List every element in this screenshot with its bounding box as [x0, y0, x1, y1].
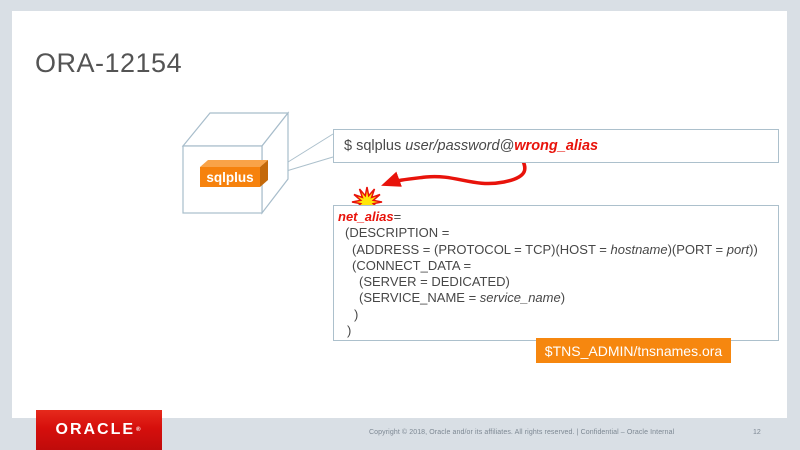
command-prompt: $ sqlplus — [344, 138, 406, 154]
code-line-close-outer: ) — [347, 323, 352, 339]
command-credentials: user/password@ — [405, 138, 515, 154]
oracle-logo-text: ORACLE — [55, 421, 136, 438]
page-number: 12 — [753, 429, 761, 436]
command-wrong-alias: wrong_alias — [514, 138, 599, 154]
code-line-connect: (CONNECT_DATA = — [352, 257, 472, 273]
code-line-service: (SERVICE_NAME = service_name) — [359, 290, 566, 306]
footer-copyright: Copyright © 2018, Oracle and/or its affi… — [369, 429, 675, 436]
tns-admin-badge: $TNS_ADMIN/tnsnames.ora — [536, 338, 731, 363]
code-line-close-inner: ) — [354, 306, 359, 322]
oracle-logo: ORACLE® — [36, 410, 162, 450]
tnsnames-code-box: net_alias= (DESCRIPTION = (ADDRESS = (PR… — [333, 205, 779, 341]
code-line-server: (SERVER = DEDICATED) — [359, 274, 510, 290]
code-line-address: (ADDRESS = (PROTOCOL = TCP)(HOST = hostn… — [352, 241, 758, 257]
page-title: ORA-12154 — [35, 48, 183, 78]
command-box: $ sqlplus user/password@wrong_alias — [333, 129, 779, 163]
code-line-description: (DESCRIPTION = — [345, 225, 450, 241]
code-line-alias: net_alias= — [338, 209, 402, 224]
